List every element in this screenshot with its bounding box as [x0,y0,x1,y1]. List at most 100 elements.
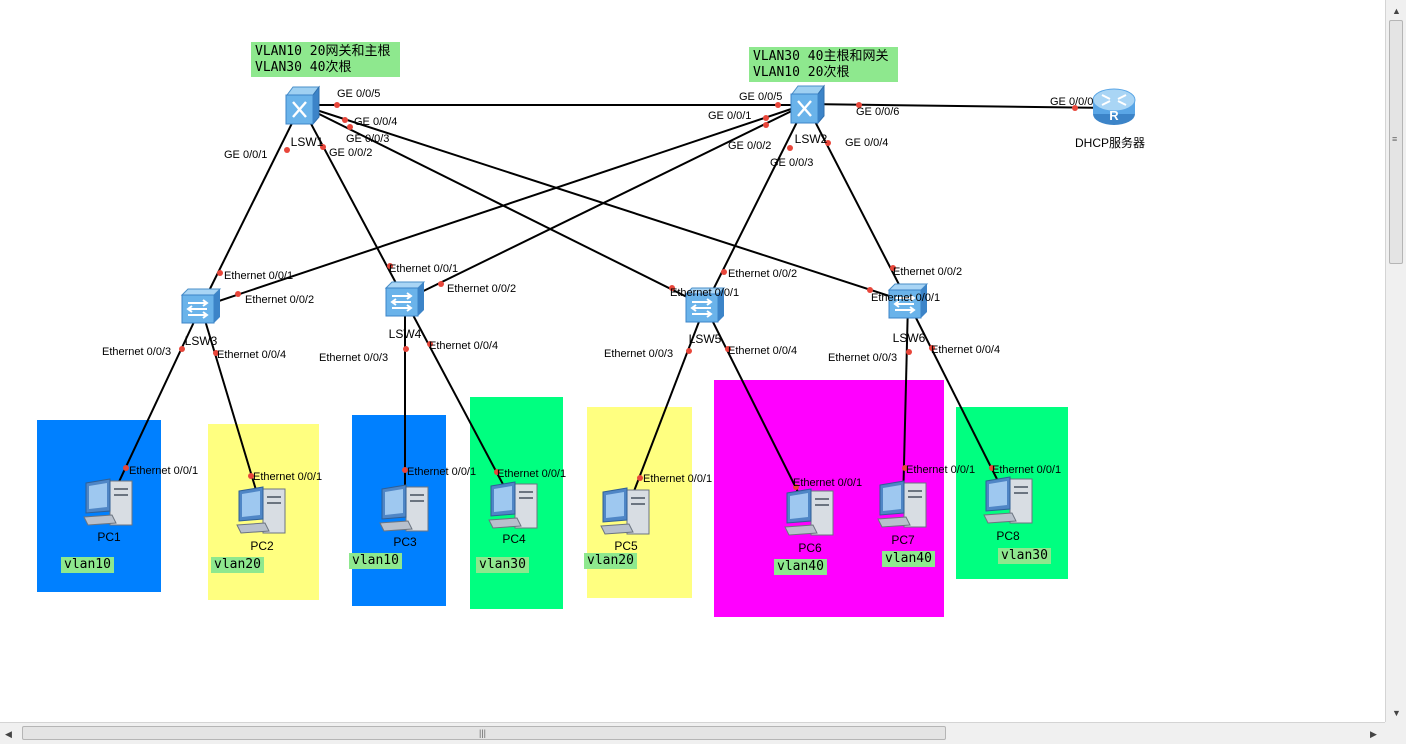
pc4-label: PC4 [502,532,526,546]
grip-icon: ≡ [1392,134,1398,144]
pc-icon [379,484,429,532]
pc7[interactable] [876,479,930,534]
scroll-right-arrow-icon[interactable]: ▶ [1370,729,1377,739]
router-icon: R [1092,88,1136,125]
link-lsw2-lsw4 [404,103,807,301]
pc5-label: PC5 [614,539,638,553]
pc-icon [600,487,650,535]
pc6[interactable] [783,487,837,542]
link-lsw6-pc7 [902,301,909,506]
port-label: GE 0/0/1 [224,149,268,161]
pc-icon [488,481,538,529]
topology-canvas[interactable]: VLAN10 20网关和主根 VLAN30 40次根 VLAN30 40主根和网… [0,0,1385,722]
pc6-label: PC6 [798,541,822,555]
pc8-vlan-tag: vlan30 [998,548,1051,564]
dhcp-router[interactable]: R [1091,84,1137,133]
pc1-label: PC1 [97,530,121,544]
core-switch-icon [285,85,320,126]
port-label: Ethernet 0/0/2 [245,294,315,306]
lsw3-label: LSW3 [184,334,218,348]
pc4[interactable] [487,480,541,535]
switch-icon [180,288,222,324]
pc2-vlan-tag: vlan20 [211,557,264,573]
pc-icon [236,486,286,534]
link-lsw5-pc6 [704,305,809,513]
port-label: Ethernet 0/0/3 [604,348,674,360]
core-switch-icon [790,84,825,125]
port-label: Ethernet 0/0/1 [497,468,567,480]
port-label: GE 0/0/5 [739,91,783,103]
port-label: Ethernet 0/0/4 [728,345,798,357]
lsw6-label: LSW6 [892,331,926,345]
port-label: Ethernet 0/0/4 [429,340,499,352]
link-lsw2-lsw3 [200,103,807,308]
lsw5-switch[interactable] [684,286,726,329]
pc6-vlan-tag: vlan40 [774,559,827,575]
port-label: Ethernet 0/0/3 [828,352,898,364]
port-label: Ethernet 0/0/2 [893,266,963,278]
pc2-label: PC2 [250,539,274,553]
lsw5-label: LSW5 [688,332,722,346]
pc8-label: PC8 [996,529,1020,543]
pc5[interactable] [599,486,653,541]
lsw3-switch[interactable] [180,287,222,330]
pc7-vlan-tag: vlan40 [882,551,935,567]
port-label: Ethernet 0/0/1 [906,464,976,476]
pc3-label: PC3 [393,535,417,549]
port-label: GE 0/0/3 [346,133,390,145]
pc2[interactable] [235,485,289,540]
port-label: Ethernet 0/0/4 [931,344,1001,356]
pc1-vlan-tag: vlan10 [61,557,114,573]
pc-icon [784,488,834,536]
port-label: GE 0/0/0 [1050,96,1094,108]
pc8[interactable] [982,475,1036,530]
port-label: Ethernet 0/0/4 [217,349,287,361]
links-layer [108,102,1114,513]
pc3-vlan-tag: vlan10 [349,553,402,569]
port-label: Ethernet 0/0/1 [129,465,199,477]
pc1[interactable] [82,477,136,532]
lsw4-label: LSW4 [388,327,422,341]
lsw6-switch[interactable] [887,282,929,325]
port-label: GE 0/0/3 [770,157,814,169]
port-label: GE 0/0/2 [329,147,373,159]
port-label: Ethernet 0/0/1 [643,473,713,485]
port-label: Ethernet 0/0/1 [224,270,294,282]
port-label: Ethernet 0/0/1 [871,292,941,304]
grip-icon: ||| [479,728,487,738]
pc3[interactable] [378,483,432,538]
scrollbar-corner [1385,722,1406,744]
port-label: GE 0/0/5 [337,88,381,100]
scroll-up-arrow-icon[interactable]: ▲ [1392,6,1401,16]
lsw4-switch[interactable] [384,280,426,323]
scroll-left-arrow-icon[interactable]: ◀ [5,729,12,739]
dhcp-label: DHCP服务器 [1074,136,1146,150]
svg-text:R: R [1109,108,1119,123]
lsw2-label: LSW2 [794,132,828,146]
lsw2-core-switch[interactable] [788,84,826,129]
horizontal-scroll-thumb[interactable]: ||| [22,726,946,740]
port-label: Ethernet 0/0/1 [670,287,740,299]
port-label: Ethernet 0/0/3 [102,346,172,358]
vertical-scrollbar[interactable]: ▲ ≡ ▼ [1385,0,1406,722]
pc4-vlan-tag: vlan30 [476,557,529,573]
port-label: GE 0/0/6 [856,106,900,118]
pc5-vlan-tag: vlan20 [584,553,637,569]
port-label: Ethernet 0/0/1 [389,263,459,275]
scroll-down-arrow-icon[interactable]: ▼ [1392,708,1401,718]
switch-icon [684,287,726,323]
pc7-label: PC7 [891,533,915,547]
port-label: GE 0/0/4 [845,137,889,149]
port-label: Ethernet 0/0/1 [407,466,477,478]
pc-icon [983,476,1033,524]
port-label: Ethernet 0/0/1 [992,464,1062,476]
vertical-scroll-thumb[interactable]: ≡ [1389,20,1403,264]
pc-icon [83,478,133,526]
switch-icon [887,283,929,319]
port-label: Ethernet 0/0/3 [319,352,389,364]
lsw1-config-note: VLAN10 20网关和主根 VLAN30 40次根 [251,42,400,77]
port-label: Ethernet 0/0/1 [253,471,323,483]
horizontal-scrollbar[interactable]: ◀ ||| ▶ [0,722,1385,744]
lsw1-core-switch[interactable] [283,85,321,130]
port-label: GE 0/0/1 [708,110,752,122]
